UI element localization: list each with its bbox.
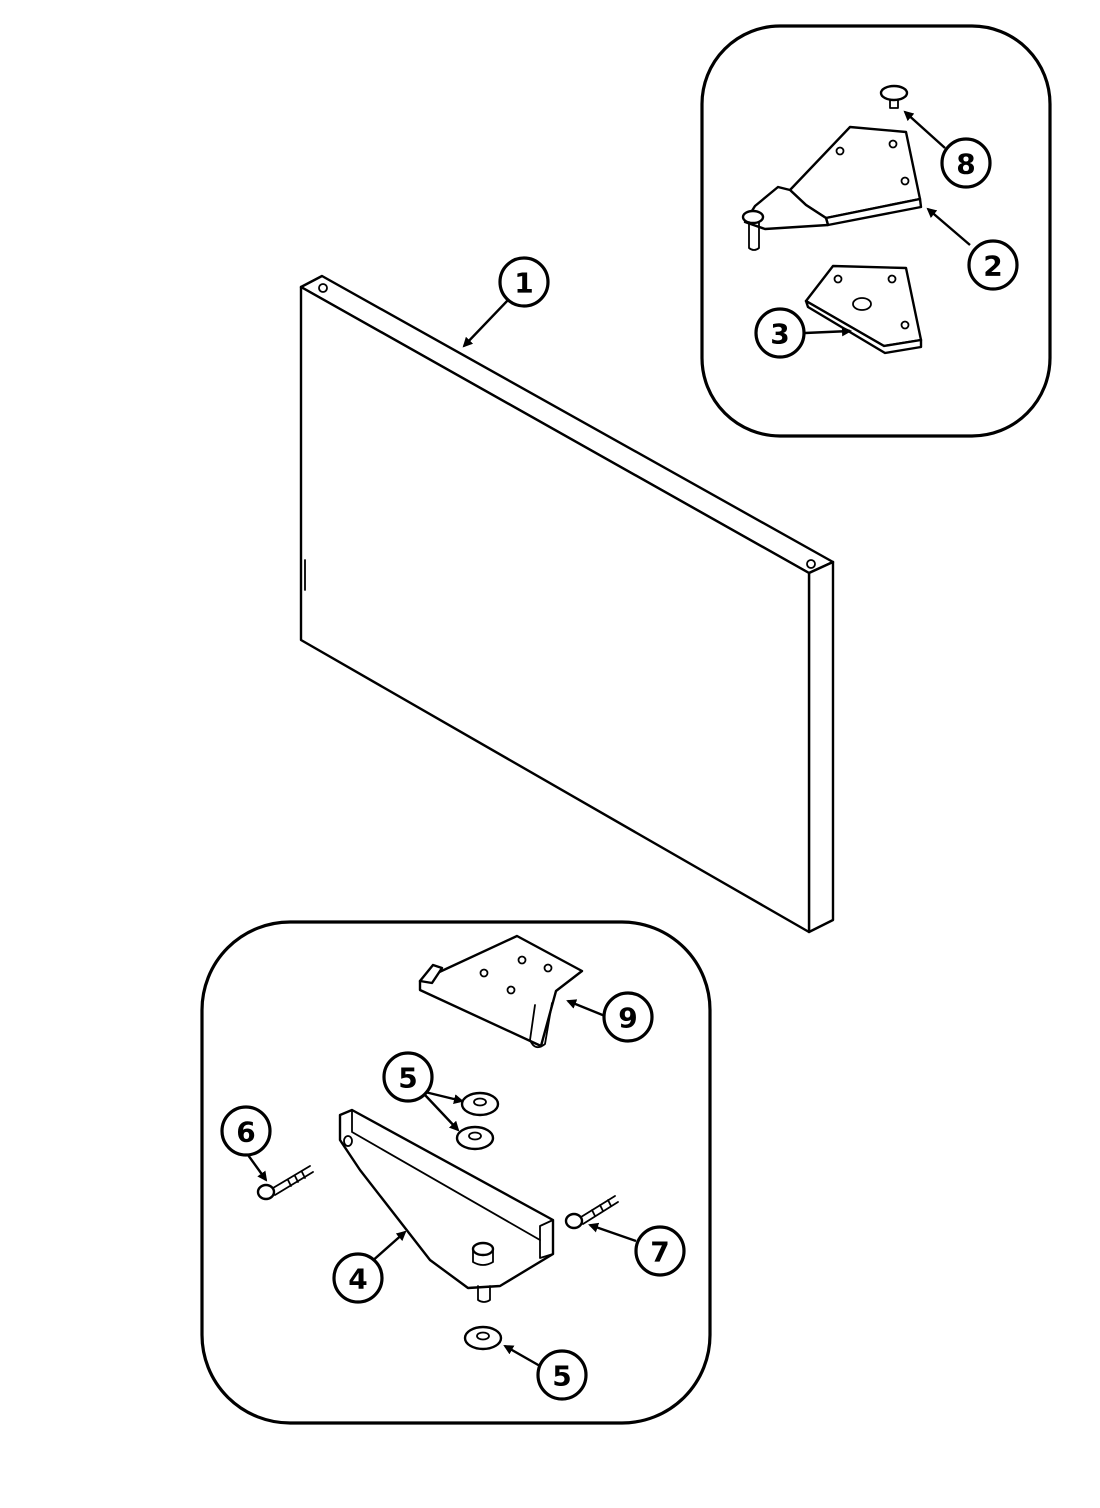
callout-2: 2 — [967, 239, 1019, 291]
bottom-hinge-detail-box — [200, 920, 712, 1425]
callout-5-upper: 5 — [382, 1051, 434, 1103]
hinge-shim — [804, 264, 923, 355]
callout-8: 8 — [940, 137, 992, 189]
callout-7-label: 7 — [650, 1236, 669, 1269]
callout-5-lower: 5 — [536, 1349, 588, 1401]
top-hinge-detail-box — [700, 24, 1052, 438]
leader-lines — [247, 110, 971, 1368]
callout-6: 6 — [220, 1105, 272, 1157]
callout-4: 4 — [332, 1252, 384, 1304]
callout-1-label: 1 — [514, 267, 533, 300]
callout-9: 9 — [602, 991, 654, 1043]
callout-5-upper-label: 5 — [398, 1062, 417, 1095]
washer-upper-2 — [455, 1125, 495, 1151]
top-hinge-plate — [741, 125, 923, 251]
callout-1: 1 — [498, 256, 550, 308]
callout-3: 3 — [754, 307, 806, 359]
washer-upper-1 — [460, 1091, 500, 1117]
center-hinge — [418, 934, 584, 1049]
callout-7: 7 — [634, 1225, 686, 1277]
callout-6-label: 6 — [236, 1116, 255, 1149]
callout-4-label: 4 — [348, 1263, 367, 1296]
bracket-screw — [564, 1195, 619, 1230]
hinge-cap — [879, 84, 909, 109]
callout-5-lower-label: 5 — [552, 1360, 571, 1393]
callout-9-label: 9 — [618, 1002, 637, 1035]
washer-lower — [463, 1325, 503, 1351]
bottom-hinge-bracket — [338, 1108, 555, 1303]
callout-8-label: 8 — [956, 148, 975, 181]
hinge-screw — [256, 1165, 314, 1201]
door-panel — [299, 274, 835, 934]
callout-3-label: 3 — [770, 318, 789, 351]
callout-2-label: 2 — [983, 250, 1002, 283]
